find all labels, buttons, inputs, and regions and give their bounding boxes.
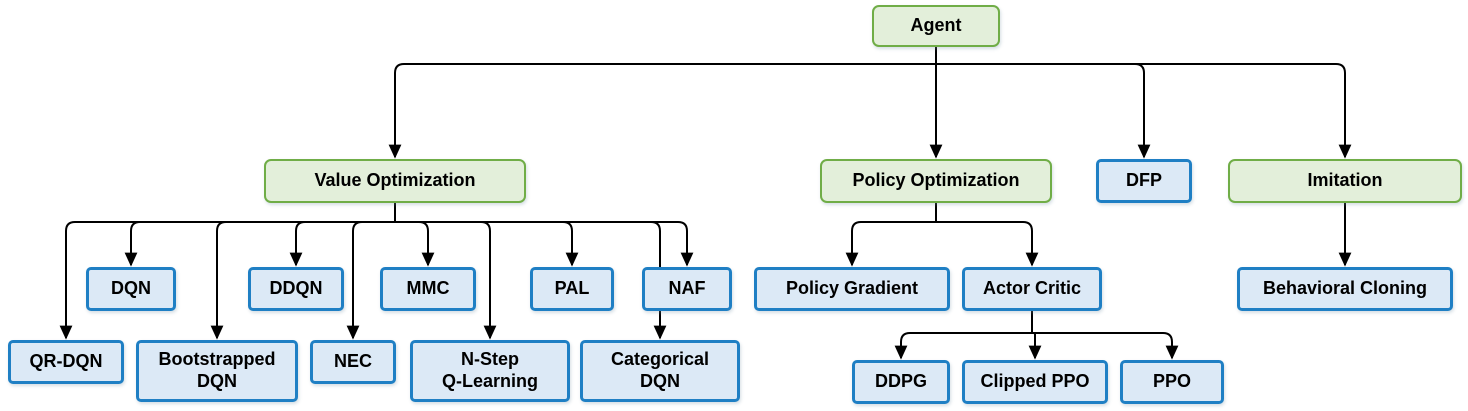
edge-actor-critic-to-ppo bbox=[1032, 332, 1179, 360]
node-behavioral-cloning[interactable]: Behavioral Cloning bbox=[1237, 267, 1453, 311]
edge-agent-to-imitation bbox=[936, 63, 1352, 159]
node-nec[interactable]: NEC bbox=[310, 340, 396, 384]
node-ddqn[interactable]: DDQN bbox=[248, 267, 344, 311]
node-policy-optimization[interactable]: Policy Optimization bbox=[820, 159, 1052, 203]
node-agent[interactable]: Agent bbox=[872, 5, 1000, 47]
node-ppo[interactable]: PPO bbox=[1120, 360, 1224, 404]
node-bootstrapped-dqn[interactable]: Bootstrapped DQN bbox=[136, 340, 298, 402]
edge-agent-to-value-optimization bbox=[388, 63, 936, 159]
node-n-step-q-learning[interactable]: N-Step Q-Learning bbox=[410, 340, 570, 402]
edge-policy-optimization-to-policy-gradient bbox=[845, 221, 936, 267]
edge-value-optimization-to-dqn bbox=[124, 221, 395, 267]
node-clipped-ppo[interactable]: Clipped PPO bbox=[962, 360, 1108, 404]
edge-agent-to-dfp bbox=[936, 63, 1151, 159]
node-actor-critic[interactable]: Actor Critic bbox=[962, 267, 1102, 311]
node-pal[interactable]: PAL bbox=[530, 267, 614, 311]
node-ddpg[interactable]: DDPG bbox=[852, 360, 950, 404]
edge-value-optimization-to-ddqn bbox=[289, 221, 395, 267]
node-mmc[interactable]: MMC bbox=[380, 267, 476, 311]
edge-actor-critic-to-clipped-ppo bbox=[1028, 332, 1042, 360]
node-value-optimization[interactable]: Value Optimization bbox=[264, 159, 526, 203]
node-categorical-dqn[interactable]: Categorical DQN bbox=[580, 340, 740, 402]
edge-value-optimization-to-mmc bbox=[395, 221, 435, 267]
edge-value-optimization-to-naf bbox=[395, 221, 694, 267]
node-dqn[interactable]: DQN bbox=[86, 267, 176, 311]
edge-actor-critic-to-ddpg bbox=[894, 332, 1032, 360]
node-policy-gradient[interactable]: Policy Gradient bbox=[754, 267, 950, 311]
node-naf[interactable]: NAF bbox=[642, 267, 732, 311]
node-dfp[interactable]: DFP bbox=[1096, 159, 1192, 203]
node-qr-dqn[interactable]: QR-DQN bbox=[8, 340, 124, 384]
edge-policy-optimization-to-actor-critic bbox=[936, 221, 1039, 267]
edge-value-optimization-to-pal bbox=[395, 221, 579, 267]
node-imitation[interactable]: Imitation bbox=[1228, 159, 1462, 203]
